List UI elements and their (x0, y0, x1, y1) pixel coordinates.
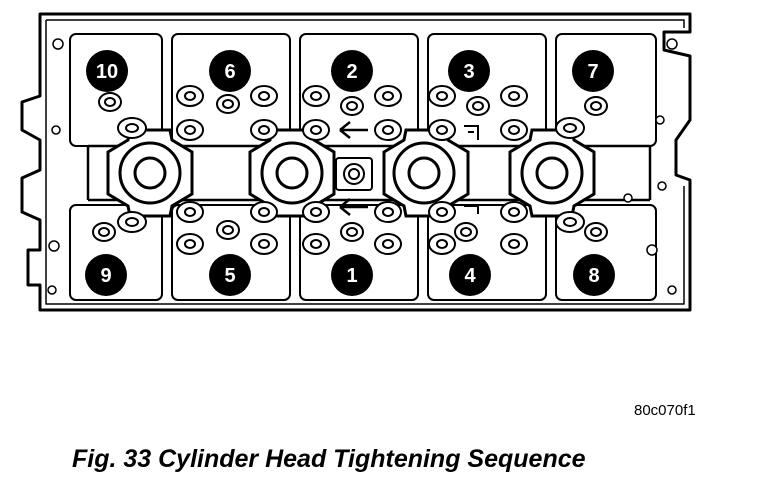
bolt-marker-10: 10 (86, 50, 128, 92)
center-details (335, 121, 479, 216)
bolt-marker-6: 6 (209, 50, 251, 92)
figure-reference-code: 80c070f1 (634, 402, 696, 419)
mounting-holes (47, 38, 678, 295)
bolt-marker-2: 2 (331, 50, 373, 92)
bolt-number-5: 5 (224, 265, 235, 287)
bolt-number-9: 9 (100, 265, 111, 287)
bolt-marker-4: 4 (449, 254, 491, 296)
bolt-marker-1: 1 (331, 254, 373, 296)
bolt-marker-9: 9 (85, 254, 127, 296)
bolt-marker-8: 8 (573, 254, 615, 296)
bolt-number-7: 7 (587, 61, 598, 83)
bolt-marker-5: 5 (209, 254, 251, 296)
bolt-number-3: 3 (463, 61, 474, 83)
bolt-marker-7: 7 (572, 50, 614, 92)
bolt-number-6: 6 (224, 61, 235, 83)
bolt-marker-3: 3 (448, 50, 490, 92)
cylinder-head-outline (20, 12, 692, 312)
bolt-number-8: 8 (588, 265, 599, 287)
valve-springs-lower (92, 201, 608, 255)
bolt-number-1: 1 (346, 265, 357, 287)
figure-caption: Fig. 33 Cylinder Head Tightening Sequenc… (72, 445, 586, 473)
bolt-number-4: 4 (464, 265, 476, 287)
valve-springs-upper (98, 85, 608, 141)
sequence-markers: 10 6 2 3 7 9 5 1 (85, 50, 615, 296)
bolt-number-2: 2 (346, 61, 357, 83)
spark-plug-towers (106, 128, 596, 218)
bolt-number-10: 10 (96, 61, 118, 83)
